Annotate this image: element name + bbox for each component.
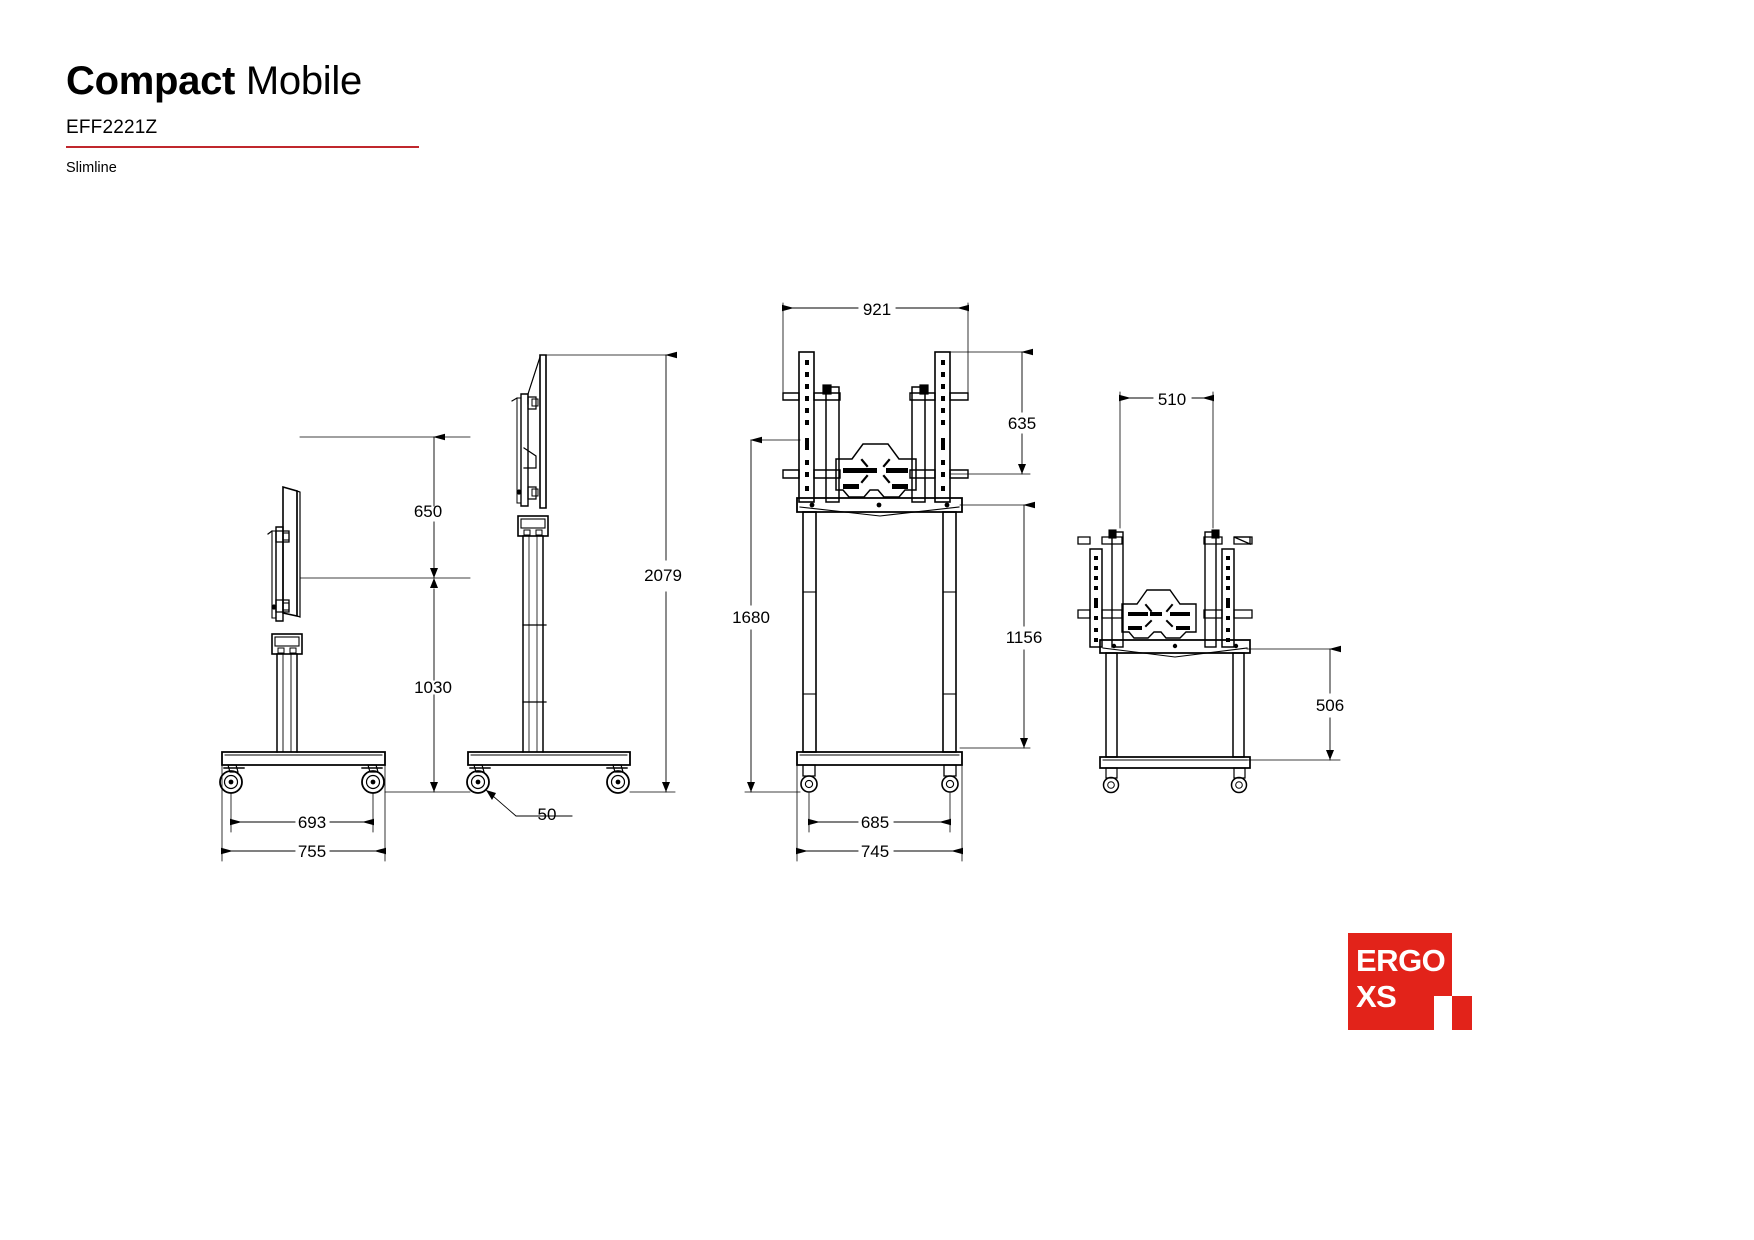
view-side-left	[219, 433, 471, 862]
dimension-label-745: 745	[861, 842, 889, 861]
title-divider	[66, 146, 419, 148]
dimension-label-755: 755	[298, 842, 326, 861]
dimension-label-506: 506	[1316, 696, 1344, 715]
dimension-label-510: 510	[1158, 390, 1186, 409]
page-title-light: Mobile	[235, 59, 362, 103]
logo-accent-tab	[1452, 996, 1472, 1030]
logo-line-1: ERGO	[1356, 943, 1446, 978]
logo-notch	[1434, 996, 1452, 1030]
dimension-label-685: 685	[861, 813, 889, 832]
logo-line-2: XS	[1356, 979, 1397, 1014]
model-number: EFF2221Z	[66, 117, 158, 138]
page-title-bold: Compact	[66, 59, 236, 103]
ergoxs-logo: ERGO XS	[1348, 933, 1472, 1030]
dimension-label-1030: 1030	[414, 678, 452, 697]
dimension-label-650: 650	[414, 502, 442, 521]
page-header: Compact Mobile EFF2221Z Slimline	[66, 58, 486, 178]
view-front	[744, 302, 1035, 862]
dimension-label-2079: 2079	[644, 566, 682, 585]
dimension-label-1680: 1680	[732, 608, 770, 627]
view-rear	[1078, 392, 1341, 794]
dimension-label-921: 921	[863, 300, 891, 319]
view-side-right	[466, 351, 677, 817]
page-title: Compact Mobile	[66, 58, 486, 104]
product-subtitle: Slimline	[66, 160, 117, 176]
dimension-label-1156: 1156	[1006, 628, 1043, 647]
dimension-label-693: 693	[298, 813, 326, 832]
dimension-label-50: 50	[538, 805, 557, 824]
dimension-label-635: 635	[1008, 414, 1036, 433]
logo-text: ERGO XS	[1356, 943, 1446, 1015]
